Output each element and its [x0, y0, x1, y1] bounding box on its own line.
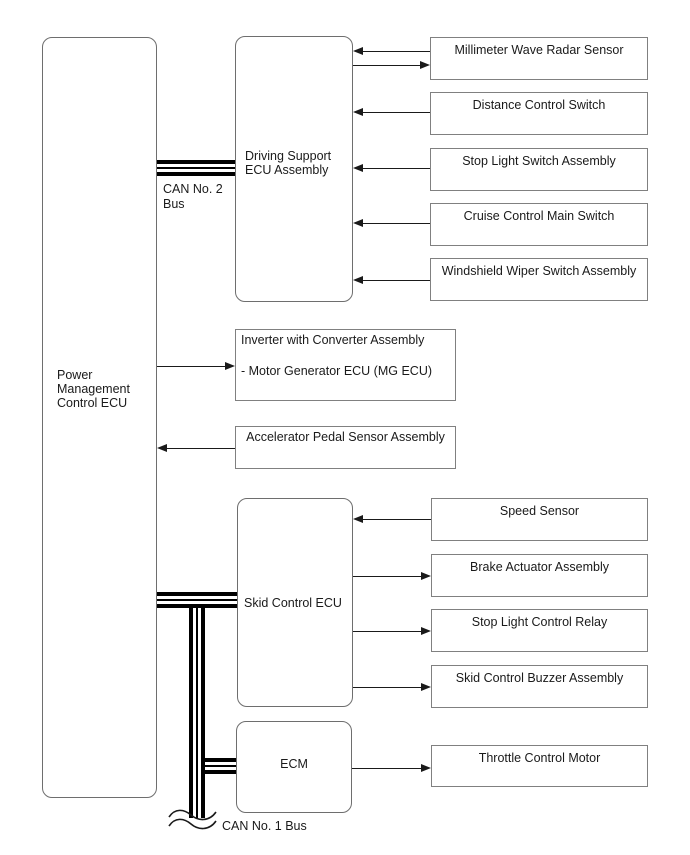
node-brake-actuator-assembly-label: Brake Actuator Assembly — [470, 560, 609, 574]
node-throttle-control-motor — [431, 745, 648, 787]
node-stop-light-control-relay — [431, 609, 648, 652]
node-power-management-control-ecu-label: Power Management Control ECU — [57, 368, 130, 410]
node-stop-light-control-relay-label: Stop Light Control Relay — [471, 615, 608, 629]
node-distance-control-switch — [430, 92, 648, 135]
arrow-right-icon — [225, 362, 235, 370]
node-skid-control-buzzer-assembly — [431, 665, 648, 708]
node-driving-support-ecu-assembly-label: Driving Support ECU Assembly — [245, 149, 332, 177]
arrow-right-icon — [421, 627, 431, 635]
arrow-left-icon — [353, 108, 363, 116]
node-ecm — [236, 721, 352, 813]
bus-can2-label-line2: Bus — [163, 197, 185, 211]
node-millimeter-wave-radar-sensor — [430, 37, 648, 80]
bus-can2 — [157, 160, 235, 176]
arrow-right-icon — [421, 683, 431, 691]
node-ecm-label: ECM — [280, 757, 308, 771]
arrow-right-icon — [420, 61, 430, 69]
node-stop-light-switch-assembly-label: Stop Light Switch Assembly — [462, 154, 616, 168]
node-stop-light-switch-assembly — [430, 148, 648, 191]
node-distance-control-switch-label: Distance Control Switch — [472, 98, 606, 112]
arrow-left-icon — [353, 47, 363, 55]
bus-can1-ecm-branch — [200, 758, 236, 774]
node-cruise-control-main-switch-label: Cruise Control Main Switch — [463, 209, 615, 223]
arrow-left-icon — [157, 444, 167, 452]
bus-can2-label-line1: CAN No. 2 — [163, 182, 223, 196]
arrow-left-icon — [353, 164, 363, 172]
node-power-management-control-ecu — [42, 37, 157, 798]
node-throttle-control-motor-label: Throttle Control Motor — [478, 751, 601, 765]
node-windshield-wiper-switch-assembly-label: Windshield Wiper Switch Assembly — [441, 264, 637, 278]
bus-break-squiggle-icon — [168, 809, 217, 830]
node-inverter-with-converter-assembly — [235, 329, 456, 401]
node-skid-control-ecu-label: Skid Control ECU — [244, 596, 342, 610]
node-skid-control-ecu — [237, 498, 353, 707]
node-windshield-wiper-switch-assembly — [430, 258, 648, 301]
node-speed-sensor — [431, 498, 648, 541]
node-millimeter-wave-radar-sensor-label: Millimeter Wave Radar Sensor — [454, 43, 624, 57]
node-inverter-line1: Inverter with Converter Assembly — [241, 333, 425, 347]
arrow-left-icon — [353, 219, 363, 227]
arrow-right-icon — [421, 572, 431, 580]
bus-can1-horizontal — [157, 592, 237, 608]
arrow-left-icon — [353, 515, 363, 523]
arrow-right-icon — [421, 764, 431, 772]
node-inverter-line2: - Motor Generator ECU (MG ECU) — [241, 364, 433, 378]
arrow-left-icon — [353, 276, 363, 284]
node-accelerator-pedal-sensor-assembly-label: Accelerator Pedal Sensor Assembly — [246, 430, 445, 444]
node-speed-sensor-label: Speed Sensor — [499, 504, 580, 518]
bus-can1-label: CAN No. 1 Bus — [222, 819, 307, 833]
node-brake-actuator-assembly — [431, 554, 648, 597]
node-skid-control-buzzer-assembly-label: Skid Control Buzzer Assembly — [455, 671, 624, 685]
node-driving-support-ecu-assembly — [235, 36, 353, 302]
node-cruise-control-main-switch — [430, 203, 648, 246]
bus-can1-vertical — [189, 600, 205, 818]
node-accelerator-pedal-sensor-assembly — [235, 426, 456, 469]
